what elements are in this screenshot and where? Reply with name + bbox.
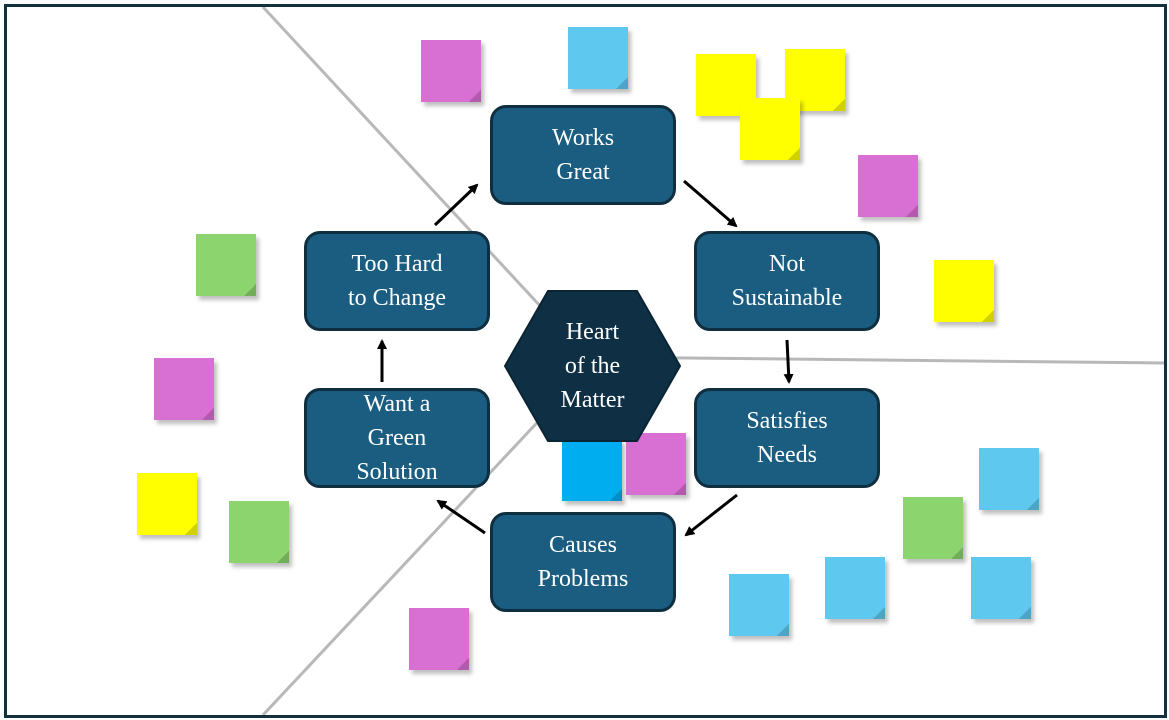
divider-line-right (592, 355, 1164, 365)
sticky-note-blue[interactable] (729, 574, 789, 636)
node-too-hard-to-change[interactable]: Too Hard to Change (304, 231, 490, 331)
sticky-note-blue[interactable] (568, 27, 628, 89)
center-label-line: Matter (560, 387, 625, 413)
sticky-note-pink[interactable] (154, 358, 214, 420)
node-label-line: to Change (348, 285, 446, 311)
node-label-line: Great (556, 159, 610, 185)
node-label-line: Needs (757, 442, 817, 468)
heart-of-the-matter-hexagon[interactable] (504, 290, 681, 442)
node-satisfies-needs[interactable]: Satisfies Needs (694, 388, 880, 488)
node-label-line: Want a (363, 391, 431, 417)
sticky-note-bright-blue[interactable] (562, 439, 622, 501)
sticky-note-pink[interactable] (409, 608, 469, 670)
sticky-note-blue[interactable] (825, 557, 885, 619)
node-label-line: Works (551, 125, 615, 151)
sticky-note-pink[interactable] (421, 40, 481, 102)
node-works-great[interactable]: Works Great (490, 105, 676, 205)
node-label-line: Problems (537, 566, 629, 592)
heart-of-the-matter-label: Heart of the Matter (504, 290, 681, 442)
node-label-line: Not (769, 251, 805, 277)
sticky-note-green[interactable] (903, 497, 963, 559)
node-label-line: Sustainable (731, 285, 843, 311)
sticky-note-yellow[interactable] (934, 260, 994, 322)
divider-line-top-left (261, 7, 595, 365)
sticky-note-yellow[interactable] (137, 473, 197, 535)
sticky-note-pink[interactable] (858, 155, 918, 217)
node-causes-problems[interactable]: Causes Problems (490, 512, 676, 612)
node-label-line: Too Hard (351, 251, 443, 277)
center-label-line: Heart (565, 319, 620, 345)
sticky-note-green[interactable] (229, 501, 289, 563)
node-not-sustainable[interactable]: Not Sustainable (694, 231, 880, 331)
node-want-a-green-solution[interactable]: Want a Green Solution (304, 388, 490, 488)
node-label-line: Green (367, 425, 427, 451)
sticky-note-yellow[interactable] (740, 98, 800, 160)
sticky-note-blue[interactable] (971, 557, 1031, 619)
node-label-line: Satisfies (746, 408, 828, 434)
diagram-canvas: Heart of the Matter Works Great Not Sust… (4, 4, 1167, 718)
node-label-line: Solution (356, 459, 438, 485)
center-label-line: of the (564, 353, 621, 379)
sticky-note-blue[interactable] (979, 448, 1039, 510)
sticky-note-green[interactable] (196, 234, 256, 296)
sticky-note-pink[interactable] (626, 433, 686, 495)
node-label-line: Causes (549, 532, 617, 558)
